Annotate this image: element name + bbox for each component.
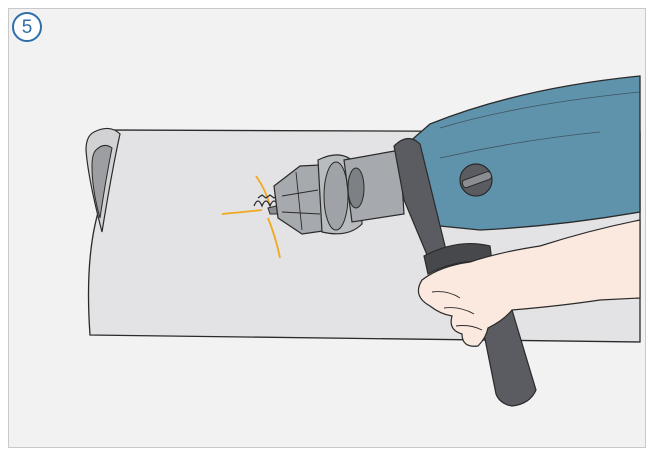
drilling-illustration	[0, 0, 658, 452]
